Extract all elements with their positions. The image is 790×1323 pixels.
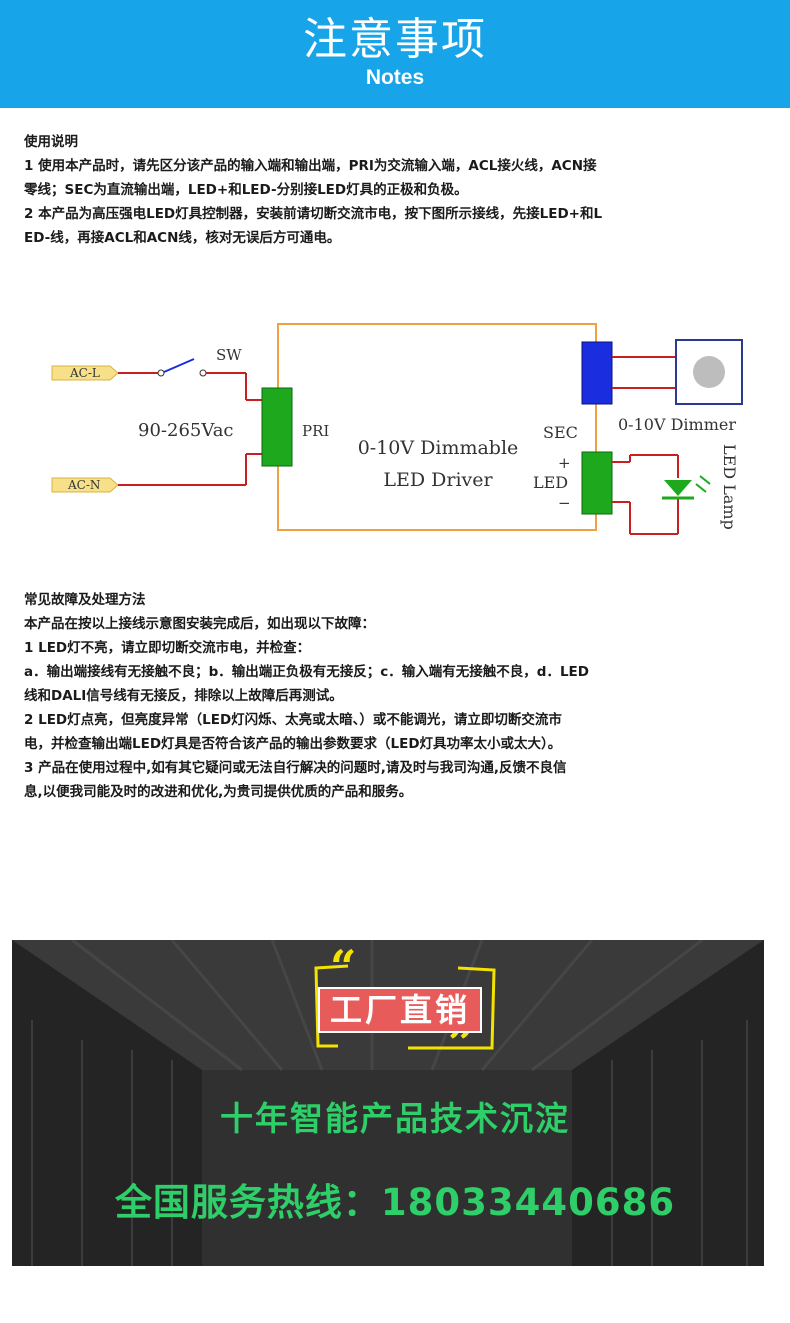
wiring-diagram: AC-L AC-N SW 90-265Vac PRI 0-10V Dimmabl… (51, 323, 743, 535)
fault-line: 息,以便我司能及时的改进和优化,为贵司提供优质的产品和服务。 (24, 784, 413, 800)
usage-heading: 使用说明 (24, 134, 78, 150)
voltage-label: 90-265Vac (138, 420, 234, 441)
driver-name-line2: LED Driver (383, 469, 493, 491)
fault-line: 本产品在按以上接线示意图安装完成后，如出现以下故障： (24, 616, 375, 632)
switch-contact (157, 369, 165, 377)
fault-line: 线和DALI信号线有无接反，排除以上故障后再测试。 (24, 688, 343, 704)
page-subtitle: Notes (365, 66, 425, 89)
sec-label: SEC (543, 423, 578, 442)
faults-section: 常见故障及处理方法 本产品在按以上接线示意图安装完成后，如出现以下故障： 1 L… (24, 588, 769, 804)
switch-label: SW (216, 346, 242, 364)
hotline-text: 全国服务热线：18033440686 (114, 1181, 676, 1224)
warehouse-background (12, 940, 764, 1266)
faults-heading: 常见故障及处理方法 (24, 592, 146, 608)
fault-line: a．输出端接线有无接触不良；b．输出端正负极有无接反；c．输入端有无接触不良，d… (24, 664, 589, 680)
fault-line: 电，并检查输出端LED灯具是否符合该产品的输出参数要求（LED灯具功率太小或太大… (24, 736, 562, 752)
sec-led-terminal (581, 451, 613, 515)
switch-contact (199, 369, 207, 377)
quote-open-icon: “ (330, 940, 357, 994)
acl-label-tag (51, 365, 119, 381)
acn-label: AC-N (67, 478, 100, 492)
pri-terminal (261, 387, 293, 467)
slogan-tech: 十年智能产品技术沉淀 (220, 1099, 570, 1138)
notes-header: 注意事项 Notes (0, 0, 790, 108)
usage-line: 2 本产品为高压强电LED灯具控制器，安装前请切断交流市电，按下图所示接线，先接… (24, 206, 603, 222)
sec-dimming-terminal (581, 341, 613, 405)
factory-direct-badge: 工厂直销 (318, 987, 482, 1033)
usage-line: 1 使用本产品时，请先区分该产品的输入端和输出端，PRI为交流输入端，ACL接火… (24, 158, 597, 174)
badge-frame (314, 964, 496, 1050)
fault-line: 3 产品在使用过程中,如有其它疑问或无法自行解决的问题时,请及时与我司沟通,反馈… (24, 760, 567, 776)
acn-label-tag (51, 477, 119, 493)
fault-line: 2 LED灯点亮，但亮度异常（LED灯闪烁、太亮或太暗、）或不能调光，请立即切断… (24, 712, 562, 728)
led-minus-label: − (558, 494, 571, 512)
usage-line: 零线；SEC为直流输出端，LED+和LED-分别接LED灯具的正极和负极。 (24, 182, 468, 198)
page-title: 注意事项 (303, 14, 487, 65)
lamp-label: LED Lamp (720, 444, 739, 530)
pri-label: PRI (302, 422, 329, 440)
fault-line: 1 LED灯不亮，请立即切断交流市电，并检查： (24, 640, 311, 656)
switch-lever (163, 358, 195, 373)
acl-label: AC-L (69, 366, 100, 380)
led-plus-label: + (558, 454, 571, 472)
usage-line: ED-线，再接ACL和ACN线，核对无误后方可通电。 (24, 230, 341, 246)
dimmer-knob-icon (693, 356, 725, 388)
usage-section: 使用说明 1 使用本产品时，请先区分该产品的输入端和输出端，PRI为交流输入端，… (24, 130, 769, 250)
driver-name-line1: 0-10V Dimmable (358, 437, 519, 459)
led-diode-icon (664, 480, 692, 496)
dimmer-label: 0-10V Dimmer (618, 415, 736, 434)
led-output-label: LED (533, 473, 568, 492)
